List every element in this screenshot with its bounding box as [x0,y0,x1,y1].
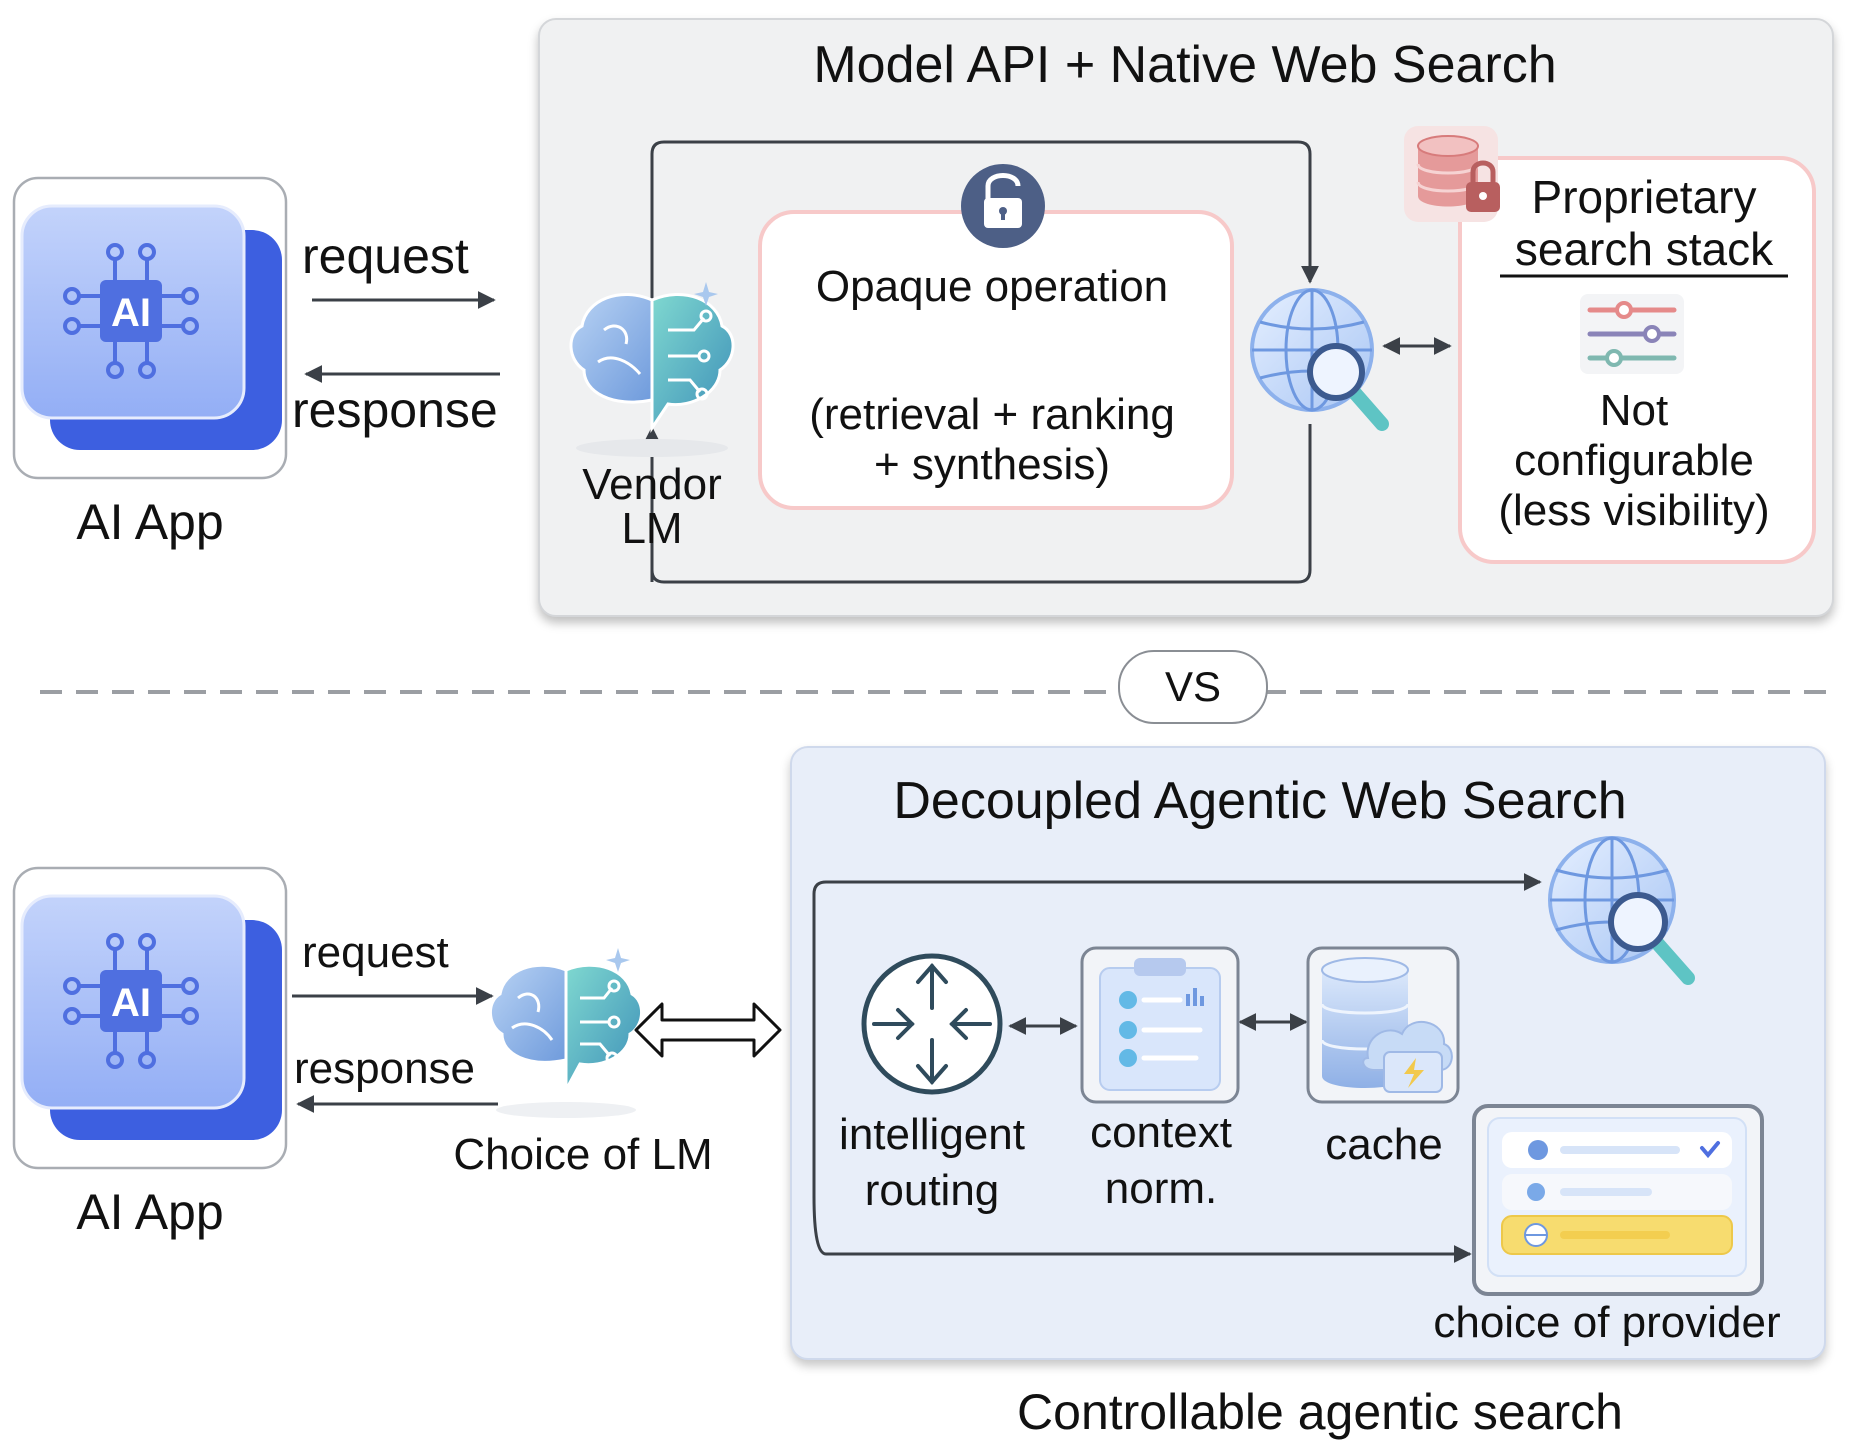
choice-of-lm-label: Choice of LM [453,1130,713,1179]
direct-search-arrow [812,873,1542,1198]
request-label: request [302,228,469,284]
opaque-operation-title: Opaque operation [815,262,1169,311]
stack-title-line1: Proprietary [1531,171,1757,223]
search-request-loop [650,140,1319,582]
bottom-panel-title: Decoupled Agentic Web Search [893,772,1627,830]
search-return-loop [643,424,1312,584]
provider-selection-icon [1472,1104,1764,1296]
ai-chip-text: AI [111,291,151,335]
unlocked-padlock-icon [961,164,1045,248]
cache-label: cache [1325,1120,1443,1169]
ai-chip-text-bottom: AI [111,981,151,1025]
sliders-icon [1580,294,1684,374]
web-search-globe-icon-bottom [1548,836,1695,985]
vs-label: VS [1164,663,1222,710]
response-label: response [292,382,498,438]
routing-icon [861,953,1003,1095]
stack-note-line2: configurable [1514,436,1754,485]
clipboard-checklist-icon [1080,946,1240,1104]
opaque-operation-detail-line1: (retrieval + ranking [809,390,1175,439]
ai-app-label: AI App [76,494,224,550]
routing-label-line1: intelligent [839,1110,1025,1159]
opaque-operation-box [758,210,1234,510]
provider-arrow [812,1195,1472,1263]
bottom-caption: Controllable agentic search [1017,1384,1623,1440]
response-label-bottom: response [294,1044,476,1093]
brain-icon [569,282,735,457]
vendor-lm-label-line1: Vendor [582,460,722,509]
web-search-globe-icon [1250,288,1389,431]
vendor-lm-label-line2: LM [621,504,683,553]
ai-app-label-bottom: AI App [76,1184,224,1240]
request-label-bottom: request [302,928,449,977]
lm-search-double-arrow [634,1002,782,1058]
ai-app-icon [12,176,288,480]
stack-title-line2: search stack [1514,223,1774,275]
top-panel-title: Model API + Native Web Search [813,36,1557,94]
cache-database-icon [1306,946,1460,1104]
stack-note-line3: (less visibility) [1498,486,1770,535]
opaque-operation-detail-line2: + synthesis) [874,440,1110,489]
context-label-line2: norm. [1104,1164,1218,1213]
context-label-line1: context [1090,1108,1232,1157]
vs-badge: VS [1118,650,1268,724]
choice-brain-icon [489,948,643,1118]
provider-label: choice of provider [1433,1298,1781,1347]
locked-database-icon [1404,126,1500,222]
routing-label-line2: routing [864,1166,1000,1215]
stack-note-line1: Not [1599,386,1669,435]
ai-app-icon-bottom [12,866,288,1170]
